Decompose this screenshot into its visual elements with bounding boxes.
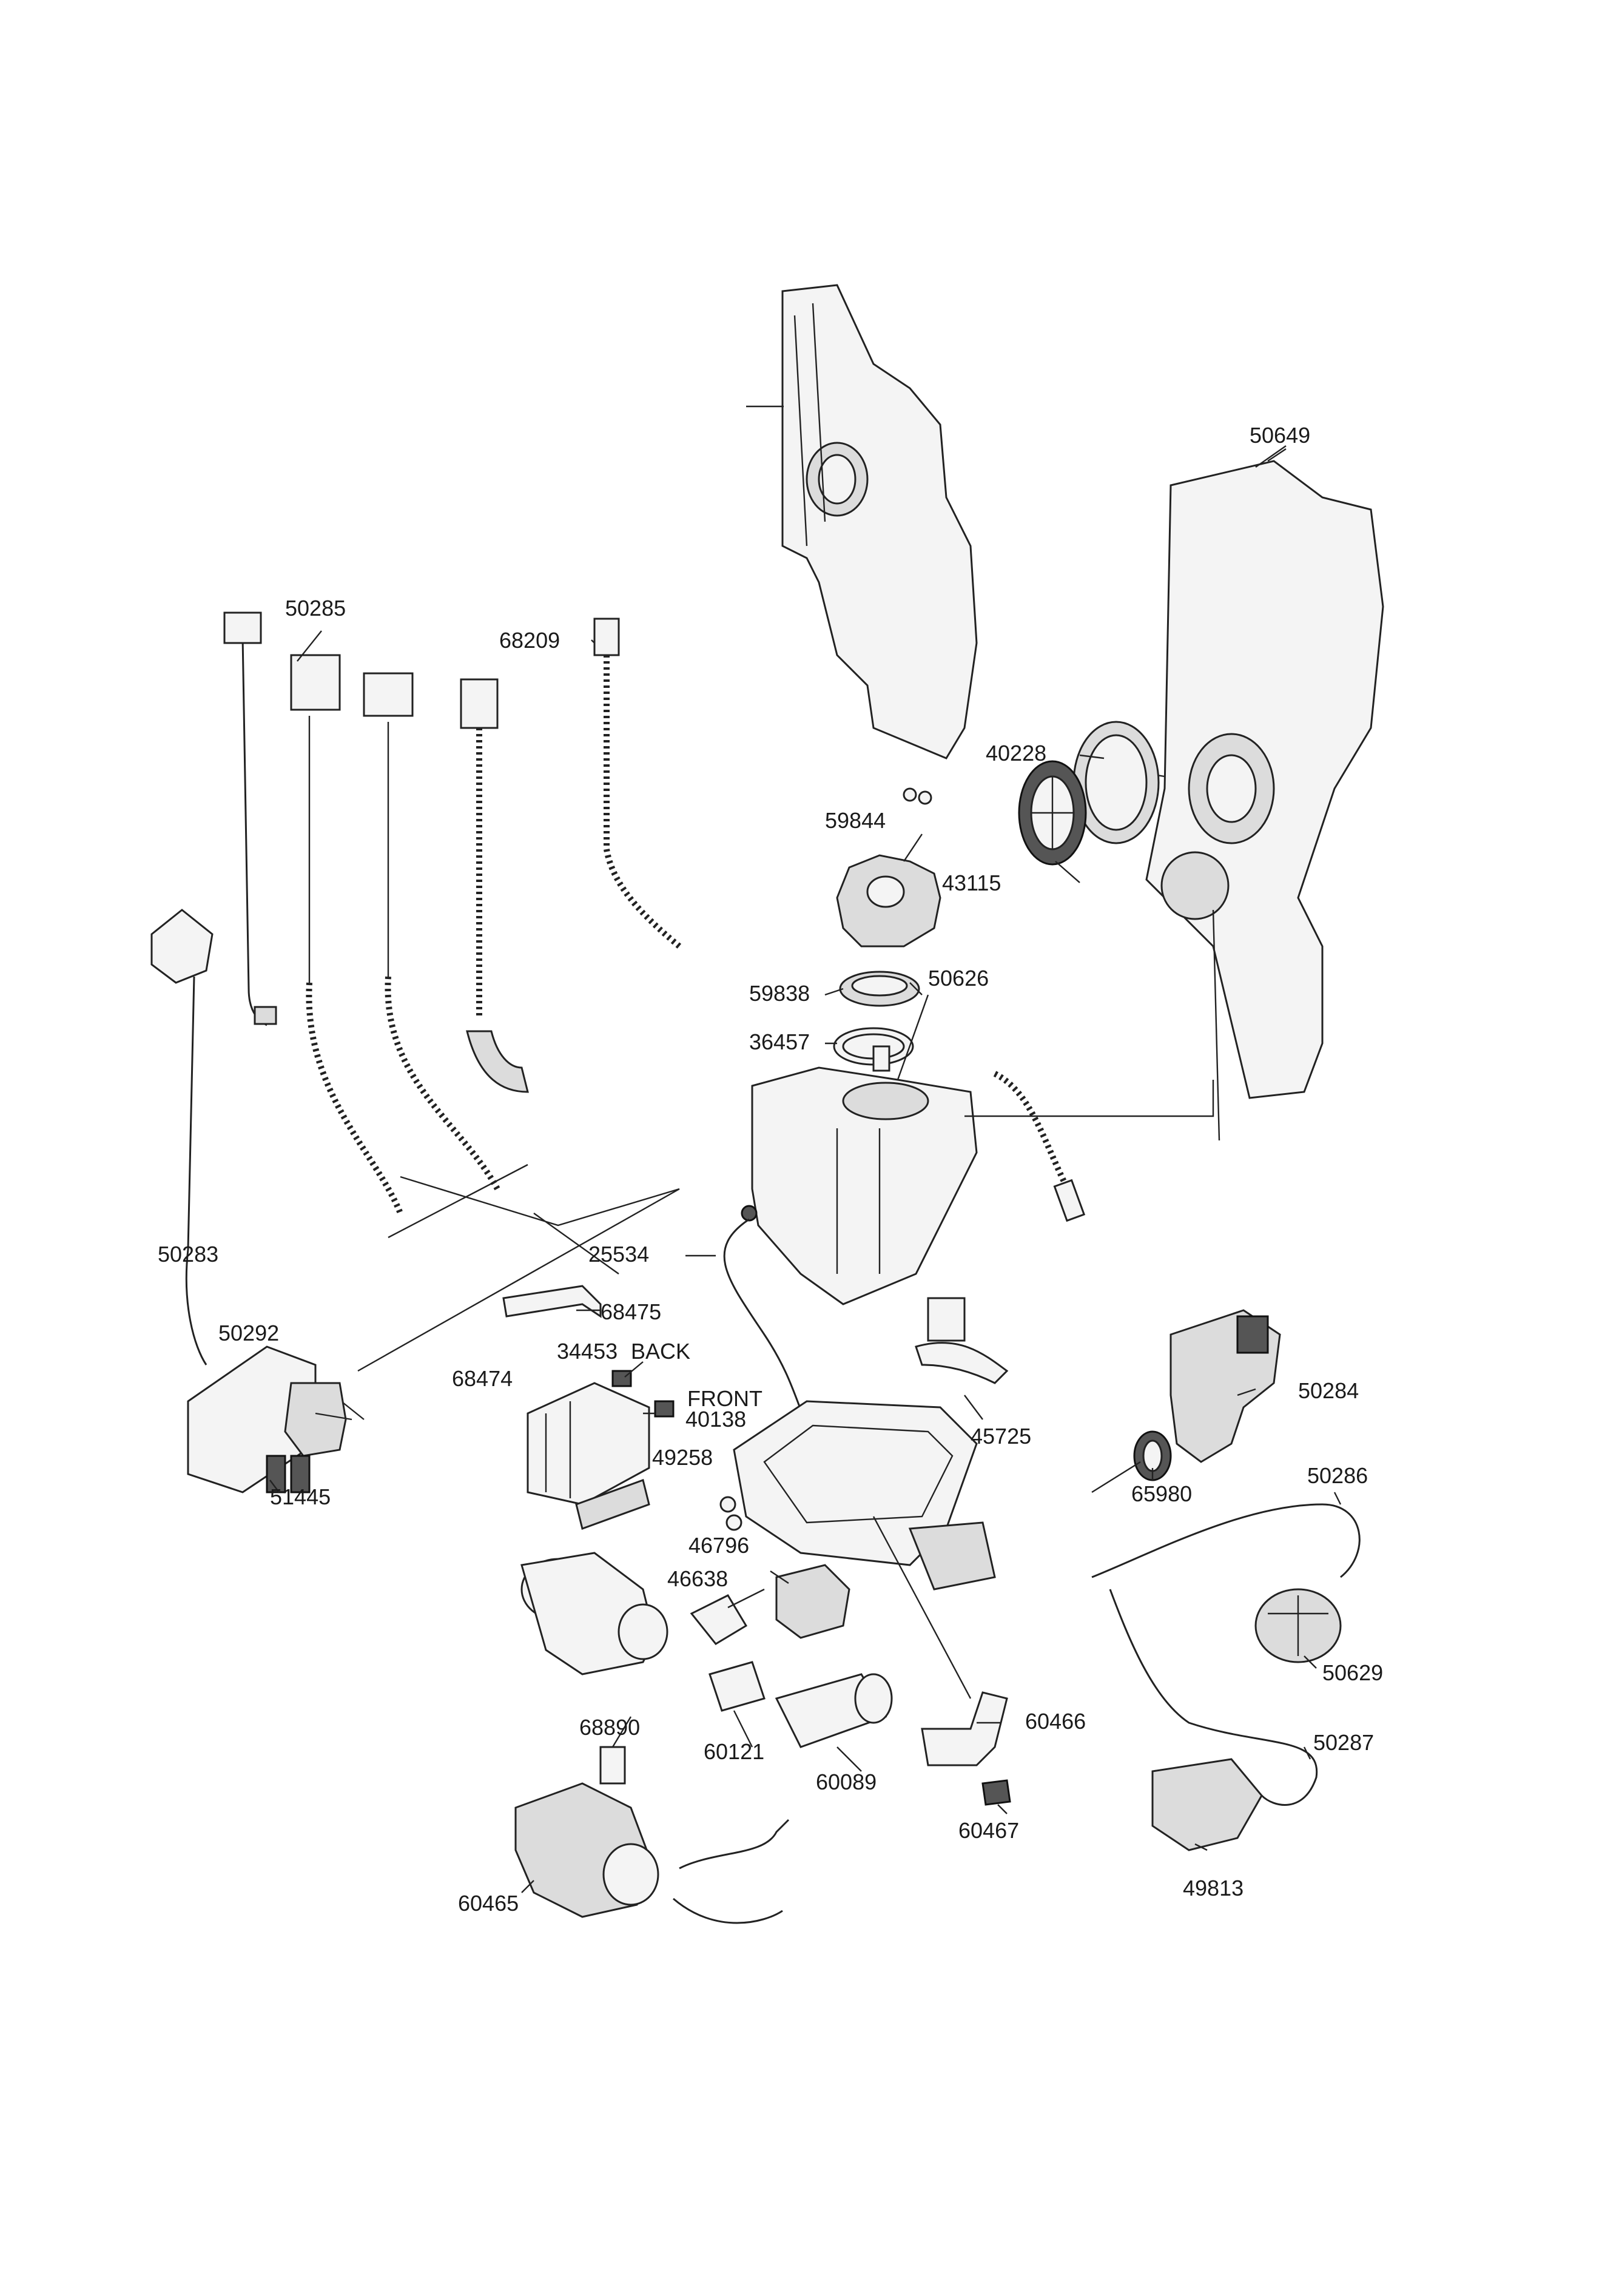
label-60089: 60089 [816, 1769, 877, 1794]
cover-45725 [915, 1342, 1009, 1384]
label-68209: 68209 [499, 628, 560, 653]
corrugated-hose-right [993, 1071, 1071, 1191]
label-68474: 68474 [452, 1366, 513, 1391]
label-60121: 60121 [704, 1739, 764, 1764]
label-50292: 50292 [218, 1321, 279, 1345]
tube-46638-part [690, 1594, 748, 1645]
label-50284: 50284 [1298, 1378, 1359, 1403]
label-68890: 68890 [579, 1715, 640, 1740]
pressure-sensor-part [1109, 1589, 1318, 1851]
heater-60089-part [775, 1673, 893, 1748]
hose-end-fitting [1053, 1179, 1086, 1222]
label-50629: 50629 [1322, 1660, 1383, 1685]
label-60467: 60467 [958, 1818, 1019, 1843]
wiring-lines [333, 1080, 1214, 1420]
label-50649: 50649 [1250, 423, 1310, 448]
circulation-pump-housing [520, 1552, 668, 1675]
label-65980: 65980 [1131, 1481, 1192, 1506]
control-module-part [527, 1370, 675, 1530]
label-34453: 34453 [557, 1339, 618, 1364]
salt-cap-part [836, 854, 941, 948]
filter-cap-part [1018, 760, 1087, 866]
side-frame-part [746, 284, 978, 805]
label-46638: 46638 [667, 1566, 728, 1591]
label-40138: 40138 [685, 1407, 746, 1432]
bracket-68475 [502, 1285, 602, 1318]
label-50286: 50286 [1307, 1463, 1368, 1488]
inlet-valve-part [187, 1345, 352, 1493]
label-49258: 49258 [652, 1445, 713, 1470]
label-50626: 50626 [928, 966, 989, 991]
label-49813: 49813 [1183, 1876, 1244, 1900]
label-45725: 45725 [971, 1424, 1031, 1449]
pump-hose-part [673, 1819, 790, 1924]
label-back: BACK [631, 1339, 690, 1364]
drain-pump-part [1170, 1309, 1281, 1463]
label-43115: 43115 [942, 870, 1001, 895]
label-60466: 60466 [1025, 1709, 1086, 1734]
label-40228: 40228 [986, 741, 1046, 766]
label-68475: 68475 [601, 1299, 661, 1324]
label-46796: 46796 [688, 1533, 749, 1558]
label-25534: 25534 [588, 1242, 649, 1267]
power-plug-part [150, 909, 214, 1365]
sleeve-60121-part [708, 1661, 766, 1712]
ring-59838-part [839, 971, 920, 1007]
label-50285: 50285 [285, 596, 346, 621]
sump-base-part [719, 1400, 996, 1591]
label-50287: 50287 [1313, 1730, 1374, 1755]
cap-60467-part [981, 1779, 1011, 1806]
leader-lines [269, 445, 1342, 1893]
inlet-hoses-group [223, 611, 682, 1214]
pressure-switch-part [1091, 1503, 1361, 1663]
water-softener-part [741, 1045, 978, 1305]
pump-60465-part [514, 1746, 659, 1918]
label-59838: 59838 [749, 981, 810, 1006]
seal-ring-part [1072, 721, 1160, 844]
valve-46796-part [775, 1564, 850, 1639]
label-50283: 50283 [158, 1242, 218, 1267]
seal-65980-part [1091, 1430, 1172, 1493]
label-36457: 36457 [749, 1029, 810, 1054]
label-51445: 51445 [270, 1484, 331, 1509]
cover-45725-clip [927, 1297, 966, 1342]
hose-25534 [723, 1218, 808, 1426]
label-59844: 59844 [825, 808, 886, 833]
housing-panel-part [1128, 448, 1384, 1141]
label-60465: 60465 [458, 1891, 519, 1916]
part-labels: 50649 50285 68209 40228 59844 43115 5983… [158, 423, 1383, 1916]
label-front: FRONT [687, 1386, 762, 1411]
